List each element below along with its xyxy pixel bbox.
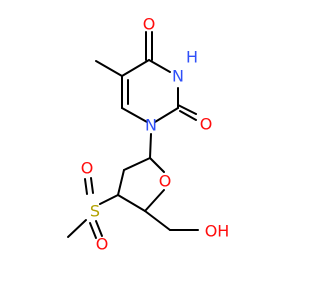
atom-n3: N: [172, 67, 184, 86]
bond-c4-o4prime: [144, 189, 165, 212]
bond-s-o-bottom-a: [95, 220, 103, 237]
bond-s-o-top-b: [84, 178, 88, 195]
bond-c3-c4prime: [117, 194, 146, 212]
bond-s-o-top-a: [90, 177, 94, 194]
structure-canvas: O H N O N O OH O S O: [67, 15, 230, 254]
atom-h-on-n3: H: [186, 48, 198, 67]
bond-s-methyl: [67, 219, 87, 238]
bond-c1-c2prime: [123, 157, 151, 171]
bond-c5-c4: [121, 59, 150, 77]
atom-n1: N: [145, 116, 157, 135]
bond-n1-c1prime: [149, 133, 152, 159]
bond-o4-c1prime: [149, 157, 165, 173]
atom-o-furan: O: [159, 172, 172, 191]
bond-c3-s: [99, 194, 119, 205]
atom-o-top: O: [143, 15, 156, 34]
bond-c2-o-b: [179, 110, 197, 121]
molecule-diagram: O H N O N O OH O S O: [67, 15, 230, 254]
bond-c2-c3prime: [117, 169, 125, 196]
bond-s-o-bottom-b: [89, 222, 97, 239]
bond-c4-n3: [148, 59, 171, 73]
atom-o-sulfonyl-bottom: O: [96, 235, 109, 254]
atom-oh: OH: [205, 222, 230, 241]
bond-c2-n1: [154, 107, 179, 123]
atom-o-right: O: [200, 115, 213, 134]
bond-c2-o-a: [177, 104, 197, 115]
atom-s: S: [90, 202, 100, 221]
bond-c5-methyl: [95, 60, 123, 77]
bond-c4-c5prime: [144, 210, 171, 231]
bond-n1-c6: [121, 107, 148, 123]
atom-o-sulfonyl-top: O: [81, 159, 94, 178]
